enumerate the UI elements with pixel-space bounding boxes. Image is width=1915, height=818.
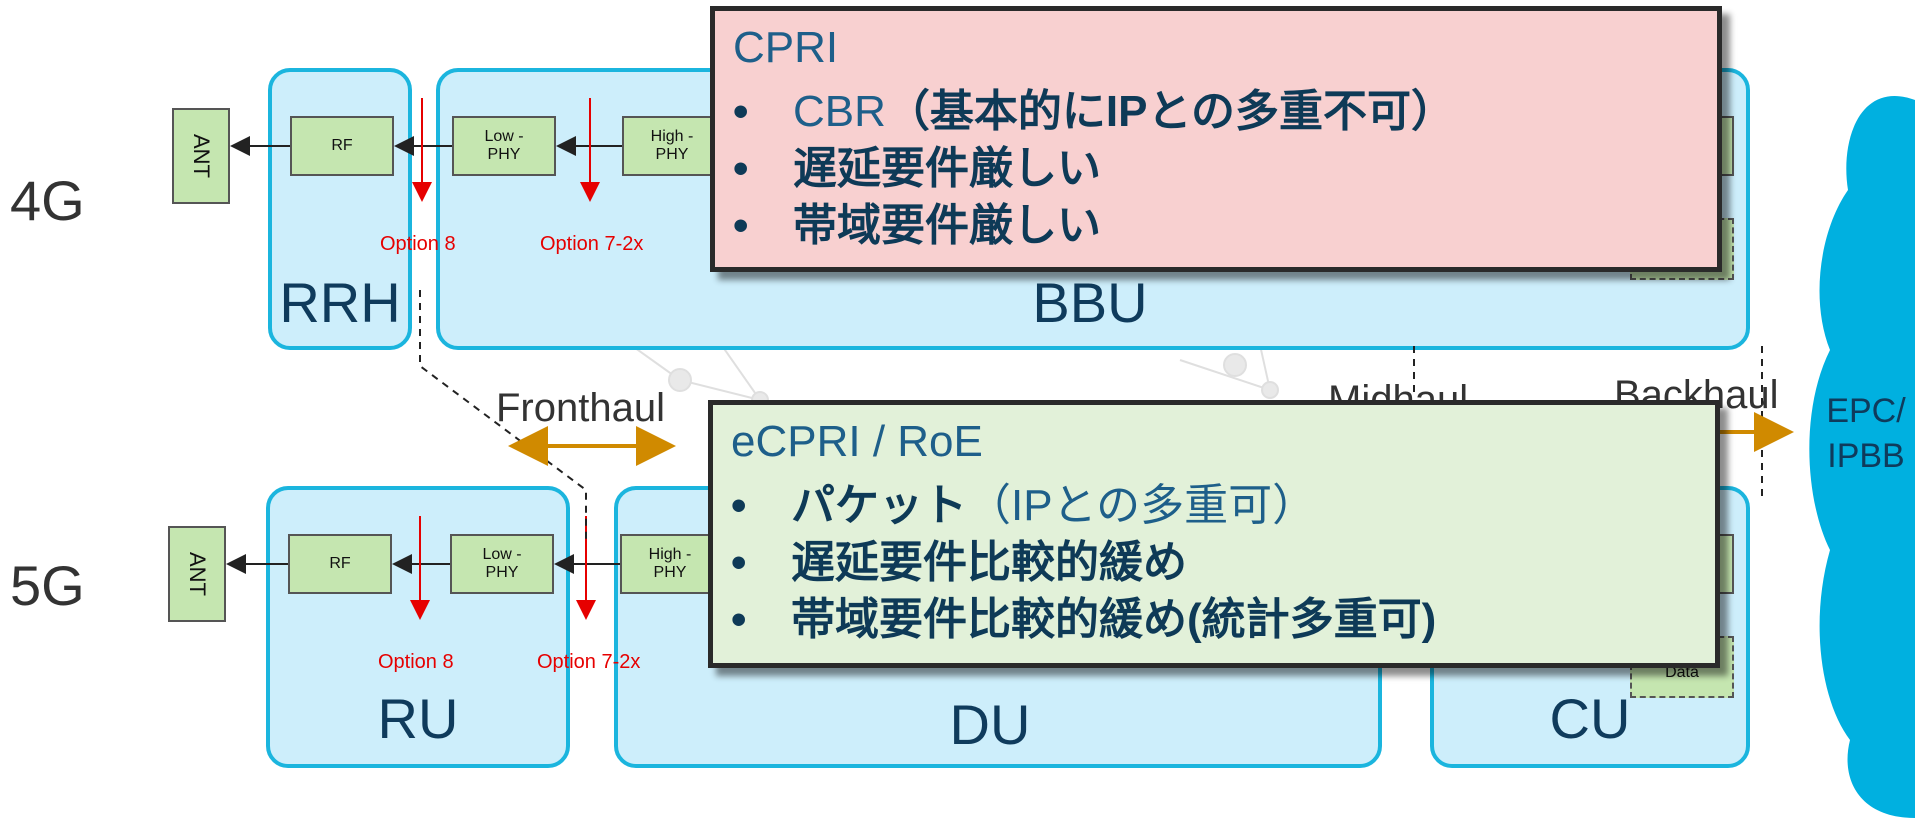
low-phy-5g: Low - PHY	[450, 534, 554, 594]
low-phy-4g: Low - PHY	[452, 116, 556, 176]
ecpri-item: 遅延要件比較的緩め	[713, 534, 1436, 591]
high-phy-4g: High - PHY	[622, 116, 722, 176]
cpri-item: 遅延要件厳しい	[715, 140, 1455, 197]
bbu-label: BBU	[1032, 271, 1148, 334]
cpri-popup: CPRI CBR（基本的にIPとの多重不可） 遅延要件厳しい 帯域要件厳しい	[710, 6, 1722, 272]
rf-5g: RF	[288, 534, 392, 594]
ecpri-list: パケット（IPとの多重可） 遅延要件比較的緩め 帯域要件比較的緩め(統計多重可)	[713, 477, 1436, 648]
ru-container	[266, 486, 570, 768]
ru-label: RU	[377, 687, 459, 750]
option72x-5g: Option 7-2x	[537, 651, 641, 673]
cpri-title: CPRI	[733, 23, 839, 72]
rrh-label: RRH	[279, 271, 401, 334]
ecpri-popup: eCPRI / RoE パケット（IPとの多重可） 遅延要件比較的緩め 帯域要件…	[708, 400, 1720, 668]
cpri-item: CBR（基本的にIPとの多重不可）	[715, 83, 1455, 140]
ecpri-title: eCPRI / RoE	[731, 417, 983, 466]
ecpri-item: 帯域要件比較的緩め(統計多重可)	[713, 591, 1436, 648]
label-5g: 5G	[10, 554, 85, 617]
epc-cloud	[1809, 96, 1915, 818]
option8-4g: Option 8	[380, 233, 456, 255]
rf-4g: RF	[290, 116, 394, 176]
cloud-line2: IPBB	[1827, 437, 1905, 475]
high-phy-5g: High - PHY	[620, 534, 720, 594]
label-4g: 4G	[10, 169, 85, 232]
ant-4g: ANT	[172, 108, 230, 204]
fronthaul-label: Fronthaul	[496, 386, 665, 430]
option8-5g: Option 8	[378, 651, 454, 673]
cpri-list: CBR（基本的にIPとの多重不可） 遅延要件厳しい 帯域要件厳しい	[715, 83, 1455, 254]
cpri-item: 帯域要件厳しい	[715, 197, 1455, 254]
du-label: DU	[949, 693, 1031, 756]
ant-5g: ANT	[168, 526, 226, 622]
cloud-line1: EPC/	[1826, 392, 1906, 430]
rrh-container	[268, 68, 412, 350]
cu-label: CU	[1549, 687, 1631, 750]
ecpri-item: パケット（IPとの多重可）	[713, 477, 1436, 534]
option72x-4g: Option 7-2x	[540, 233, 644, 255]
